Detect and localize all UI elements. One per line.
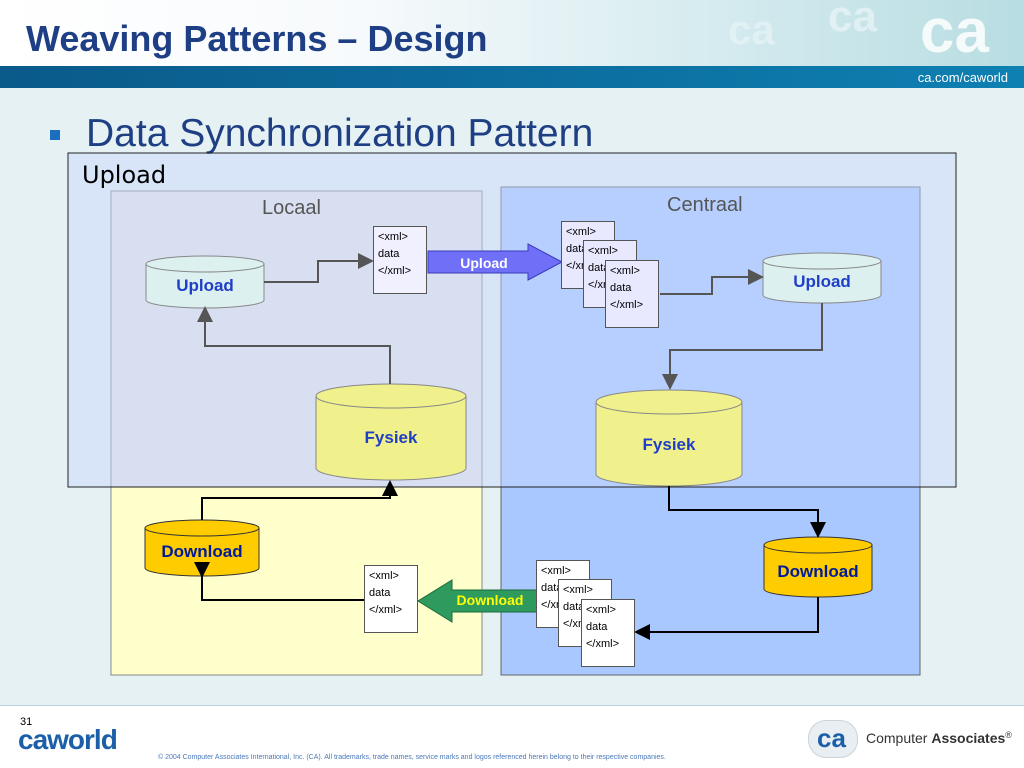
central-download-db-label: Download	[777, 562, 859, 581]
ca-watermark: ca	[828, 0, 877, 41]
download-arrow-label: Download	[456, 592, 524, 608]
caworld-logo: caworld	[18, 724, 118, 755]
slide-header: ca ca ca	[0, 0, 1024, 66]
download-transfer-arrow	[417, 579, 541, 623]
local-upload-db	[145, 255, 265, 309]
company-suffix: Associates	[931, 730, 1006, 746]
local-fysiek-db	[315, 383, 467, 481]
central-label: Centraal	[667, 194, 743, 216]
xml-document: <xml>data</xml>	[581, 599, 635, 667]
overlay-upload-label: Upload	[82, 161, 167, 189]
bullet-marker	[50, 130, 60, 140]
local-download-connector	[194, 562, 364, 601]
header-url[interactable]: ca.com/caworld	[917, 70, 1008, 85]
central-fysiek-to-download-connector	[668, 486, 826, 538]
local-download-to-fysiek-connector	[201, 480, 398, 520]
central-upload-db	[762, 252, 882, 304]
local-fysiek-db-label: Fysiek	[364, 428, 418, 447]
central-fysiek-db	[595, 389, 743, 487]
header-band	[0, 66, 1024, 88]
copyright-notice: © 2004 Computer Associates International…	[158, 754, 666, 761]
xml-document: <xml>data</xml>	[373, 226, 427, 294]
company-prefix: Computer	[866, 730, 928, 746]
central-upload-to-fysiek-connector	[662, 303, 823, 390]
local-label: Locaal	[262, 197, 321, 219]
ca-logo-mark: ca	[817, 723, 846, 753]
local-fysiek-to-upload-connector	[197, 306, 391, 384]
local-upload-to-xml-connector	[264, 253, 374, 283]
central-fysiek-db-label: Fysiek	[642, 435, 696, 454]
footer-divider	[0, 705, 1024, 706]
local-download-db	[144, 519, 260, 577]
local-download-region	[110, 486, 483, 676]
company-mark: ®	[1005, 730, 1012, 740]
page-number: 31	[20, 716, 33, 728]
central-xml-to-upload-connector	[660, 269, 764, 295]
central-upload-db-label: Upload	[793, 272, 851, 291]
upload-overlay	[67, 152, 957, 488]
slide-title: Weaving Patterns – Design	[26, 18, 488, 59]
ca-logo: ca	[808, 720, 858, 758]
xml-document: <xml>data</xml>	[364, 565, 418, 633]
upload-transfer-arrow	[427, 243, 564, 281]
local-upload-db-label: Upload	[176, 276, 234, 295]
central-download-to-xml-connector	[634, 597, 819, 640]
company-name: Computer Associates®	[866, 730, 1012, 746]
ca-watermark: ca	[920, 0, 989, 66]
upload-arrow-label: Upload	[460, 255, 508, 271]
xml-document: <xml>data</xml>	[605, 260, 659, 328]
bullet-heading: Data Synchronization Pattern	[86, 112, 594, 155]
local-download-db-label: Download	[161, 542, 243, 561]
central-download-db	[763, 536, 873, 598]
ca-watermark: ca	[728, 6, 775, 53]
